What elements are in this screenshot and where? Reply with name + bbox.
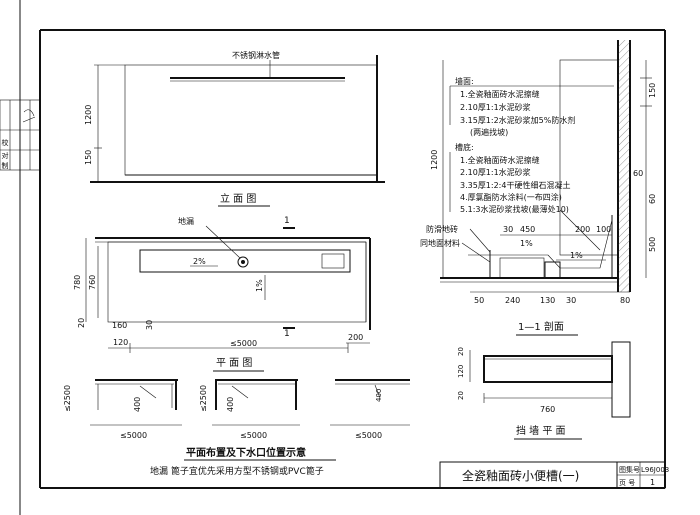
label-anti-slip: 防滑地砖 — [426, 224, 458, 234]
sec-dim-200: 200 — [575, 225, 590, 234]
drain-label: 地漏 — [178, 216, 194, 226]
section-mark-top: 1 — [284, 216, 290, 226]
scheme3-dim-5000: ≤5000 — [355, 431, 382, 440]
side-label-3: 制 — [2, 161, 9, 170]
ret-dim-20b: 20 — [457, 391, 465, 400]
wall-item-1: 1.全瓷釉面砖水泥擦缝 — [460, 89, 540, 99]
sec-dim-60b: 60 — [648, 194, 657, 204]
layout-scheme-1: ≤2500 400 ≤5000 — [63, 379, 182, 440]
sec-dim-80: 80 — [620, 296, 630, 305]
scheme3-dim-400: 400 — [375, 389, 383, 402]
scheme2-dim-5000: ≤5000 — [240, 431, 267, 440]
page-label: 页 号 — [619, 479, 635, 487]
title-block: 全瓷釉面砖小便槽(一) 图集号 L96J003 页 号 1 — [439, 461, 669, 489]
plan-dim-20: 20 — [77, 318, 86, 328]
section-mark-bottom: 1 — [284, 329, 290, 339]
atlas-value: L96J003 — [641, 466, 669, 474]
plan-slope: 2% — [193, 257, 206, 266]
sec-dim-150: 150 — [648, 83, 657, 98]
floor-item-2: 2.10厚1:1水泥砂浆 — [460, 167, 531, 177]
sec-dim-240: 240 — [505, 296, 520, 305]
wall-item-2: 2.10厚1:1水泥砂浆 — [460, 102, 531, 112]
wall-item-4: (两遍找坡) — [470, 127, 508, 137]
sec-dim-1200: 1200 — [430, 150, 439, 170]
elevation-title: 立 面 图 — [220, 192, 256, 205]
plan-dim-200: 200 — [348, 333, 363, 342]
ret-dim-760: 760 — [540, 405, 555, 414]
layout-title: 平面布置及下水口位置示意 — [186, 446, 306, 459]
section-slope: 1% — [570, 251, 583, 260]
plan-slope-mid: 1% — [255, 279, 264, 292]
plan-title: 平 面 图 — [216, 357, 252, 369]
elevation-view: 不锈钢淋水管 1200 150 立 面 图 — [84, 50, 385, 207]
elev-dim-150: 150 — [84, 150, 93, 165]
wall-item-3: 3.15厚1:2水泥砂浆加5%防水剂 — [460, 115, 575, 125]
plan-dim-120: 120 — [113, 338, 128, 347]
page-value: 1 — [650, 478, 655, 487]
ret-dim-120: 120 — [457, 365, 465, 378]
elev-dim-1200: 1200 — [84, 105, 93, 125]
sec-dim-30: 30 — [503, 225, 513, 234]
plan-dim-30: 30 — [145, 320, 154, 330]
scheme2-dim-400: 400 — [226, 397, 235, 412]
scheme1-dim-400: 400 — [133, 397, 142, 412]
plan-view: 地漏 2% 1% 1 1 780 760 20 160 30 120 ≤5000… — [73, 216, 371, 372]
sec-slope-1pct: 1% — [520, 239, 533, 248]
retaining-wall-view: 20 120 20 760 挡 墙 平 面 — [457, 341, 631, 440]
scheme2-dim-2500: ≤2500 — [199, 385, 208, 412]
sec-dim-30b: 30 — [566, 296, 576, 305]
pipe-label: 不锈钢淋水管 — [232, 50, 280, 60]
floor-item-3: 3.35厚1:2:4干硬性细石混凝土 — [460, 180, 570, 190]
retaining-title: 挡 墙 平 面 — [516, 424, 566, 437]
floor-item-1: 1.全瓷釉面砖水泥擦缝 — [460, 155, 540, 165]
side-label-1: 校 — [2, 138, 9, 147]
plan-dim-5000: ≤5000 — [230, 339, 257, 348]
layout-note: 地漏 篦子宜优先采用方型不锈钢或PVC篦子 — [150, 465, 324, 477]
label-floor-material: 同地面材料 — [420, 238, 460, 248]
plan-dim-760: 760 — [88, 275, 97, 290]
scheme1-dim-5000: ≤5000 — [120, 431, 147, 440]
plan-dim-780: 780 — [73, 275, 82, 290]
sec-dim-60: 60 — [633, 169, 643, 178]
drawing-title: 全瓷釉面砖小便槽(一) — [462, 468, 579, 483]
wall-heading: 墙面: — [455, 76, 474, 86]
sec-dim-130: 130 — [540, 296, 555, 305]
sec-dim-100: 100 — [596, 225, 611, 234]
plan-dim-160: 160 — [112, 321, 127, 330]
atlas-label: 图集号 — [619, 465, 640, 474]
floor-item-5: 5.1:3水泥砂浆找坡(最薄处10) — [460, 204, 569, 214]
section-view: 1% 墙面: 1.全瓷釉面砖水泥擦缝 2.10厚1:1水泥砂浆 3.15厚1:2… — [420, 40, 657, 336]
sec-dim-500: 500 — [648, 237, 657, 252]
scheme1-dim-2500: ≤2500 — [63, 385, 72, 412]
layout-scheme-2: ≤2500 400 ≤5000 — [199, 379, 300, 440]
sec-dim-50: 50 — [474, 296, 484, 305]
layout-scheme-3: 400 ≤5000 — [330, 379, 410, 440]
side-label-2: 对 — [2, 151, 9, 160]
ret-dim-20: 20 — [457, 347, 465, 356]
side-block: 校 对 制 — [0, 99, 41, 171]
sec-dim-450: 450 — [520, 225, 535, 234]
floor-item-4: 4.厚氯酯防水涂料(一布四涂) — [460, 192, 562, 202]
section-title: 1—1 剖面 — [518, 320, 564, 333]
floor-heading: 槽底: — [455, 142, 474, 152]
